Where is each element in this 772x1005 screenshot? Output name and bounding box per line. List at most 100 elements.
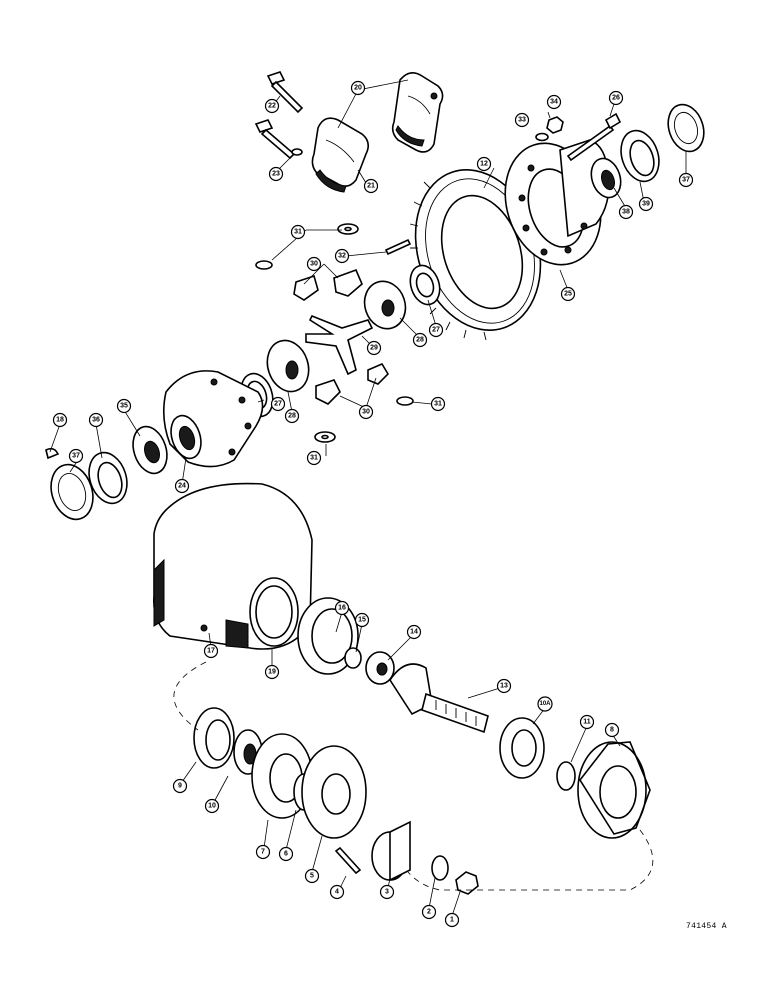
nut-35 (546, 116, 564, 134)
svg-text:13: 13 (500, 683, 508, 690)
callout-2: 2 (421, 904, 437, 920)
adjusting-nut-38-left (50, 463, 94, 521)
svg-text:20: 20 (354, 85, 362, 92)
washer-34 (535, 132, 549, 142)
pinion-gear-31-a (293, 274, 319, 301)
svg-text:2: 2 (427, 909, 431, 916)
svg-text:33: 33 (518, 117, 526, 124)
callout-15: 15 (354, 612, 370, 628)
svg-text:9: 9 (178, 783, 182, 790)
callout-39: 38 (618, 204, 634, 220)
svg-text:8: 8 (610, 727, 614, 734)
shim-16 (297, 597, 359, 675)
differential-case-24 (162, 370, 264, 468)
differential-case-half (504, 139, 610, 266)
callout-10: 10 (204, 798, 220, 814)
flange-8 (577, 741, 651, 839)
bearing-14 (365, 651, 395, 685)
svg-text:3: 3 (385, 889, 389, 896)
callout-17: 17 (203, 643, 219, 659)
svg-text:27: 27 (274, 401, 282, 408)
callout-11: 11 (579, 714, 595, 730)
callout-19: 19 (264, 664, 280, 680)
svg-text:37: 37 (72, 453, 80, 460)
callout-37: 36 (88, 412, 104, 428)
svg-text:21: 21 (367, 183, 375, 190)
callout-20: 20 (350, 80, 366, 96)
bolt-upper (266, 71, 304, 114)
svg-text:14: 14 (410, 629, 418, 636)
spider-cross-30 (305, 314, 374, 376)
seal-15 (344, 647, 362, 669)
bearing-cup-9 (193, 707, 235, 769)
svg-text:36: 36 (92, 417, 100, 424)
carrier-housing (153, 482, 313, 650)
yoke-3 (371, 820, 411, 882)
callout-38-left: 37 (68, 448, 84, 464)
svg-text:5: 5 (310, 873, 314, 880)
spacer-11 (556, 761, 576, 791)
callout-32-c: 31 (306, 450, 322, 466)
svg-text:30: 30 (362, 409, 370, 416)
callout-33: 32 (334, 248, 350, 264)
retainer-5 (301, 745, 367, 839)
callout-38-right: 37 (678, 172, 694, 188)
svg-text:17: 17 (207, 648, 215, 655)
svg-text:39: 39 (642, 201, 650, 208)
bolt-lower (254, 119, 303, 160)
bearing-cone-39 (590, 157, 622, 199)
bolt-4 (334, 846, 362, 875)
side-gear-29-upper (363, 280, 407, 330)
svg-text:7: 7 (261, 849, 265, 856)
callout-29-lower: 28 (284, 408, 300, 424)
callout-6: 6 (278, 846, 294, 862)
callout-3: 3 (379, 884, 395, 900)
washer-2 (431, 855, 449, 881)
callout-21: 21 (363, 178, 379, 194)
bolt-26 (566, 112, 622, 162)
svg-text:27: 27 (432, 327, 440, 334)
callout-30: 29 (366, 340, 382, 356)
callout-1: 1 (444, 912, 460, 928)
callout-32-b: 31 (430, 396, 446, 412)
callout-4: 4 (329, 884, 345, 900)
svg-text:34: 34 (550, 99, 558, 106)
callout-10a: 10A (537, 696, 553, 712)
pinion-gear-31-d (367, 362, 390, 385)
svg-text:32: 32 (338, 253, 346, 260)
bearing-cap-front (311, 117, 370, 193)
svg-text:29: 29 (370, 345, 378, 352)
callout-24: 24 (174, 478, 190, 494)
callout-16: 16 (334, 600, 350, 616)
svg-text:30: 30 (310, 261, 318, 268)
callout-28-lower: 27 (270, 396, 286, 412)
svg-text:28: 28 (288, 413, 296, 420)
callout-13: 13 (496, 678, 512, 694)
bearing-cap-rear (391, 72, 444, 153)
svg-text:10A: 10A (539, 701, 551, 707)
bearing-cone-10 (233, 729, 263, 775)
callout-31-upper: 30 (306, 256, 322, 272)
drawing-number: 741454 A (686, 922, 727, 931)
side-gear-29-lower (266, 339, 310, 393)
svg-text:10: 10 (208, 803, 216, 810)
svg-text:19: 19 (268, 669, 276, 676)
svg-text:6: 6 (284, 851, 288, 858)
bearing-10a (499, 717, 545, 779)
callout-14: 14 (406, 624, 422, 640)
svg-text:26: 26 (612, 95, 620, 102)
callout-40: 39 (638, 196, 654, 212)
nut-1 (455, 871, 479, 895)
svg-text:37: 37 (682, 177, 690, 184)
svg-text:31: 31 (310, 455, 318, 462)
svg-text:4: 4 (335, 889, 339, 896)
callout-26: 26 (608, 90, 624, 106)
svg-text:28: 28 (416, 337, 424, 344)
callout-23: 23 (268, 166, 284, 182)
svg-text:18: 18 (56, 417, 64, 424)
callout-36: 35 (116, 398, 132, 414)
bolt-33 (384, 238, 412, 256)
svg-text:38: 38 (622, 209, 630, 216)
